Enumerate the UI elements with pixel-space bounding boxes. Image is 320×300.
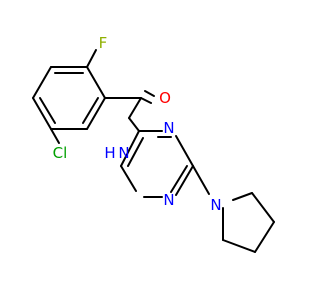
atom-cl-label: Cl — [53, 144, 68, 162]
bond-carbonyl-n — [128, 97, 142, 119]
bond-pyrimidine-6-double — [127, 137, 144, 167]
bond-benzene-4-double — [82, 97, 99, 124]
bond-carbonyl-o — [140, 97, 152, 104]
bond-benzene-6-double — [39, 97, 56, 124]
molecule-diagram: F Cl O N H N N N — [32, 34, 275, 253]
atom-o-label: O — [159, 89, 171, 107]
bond-pyrrolidine-3 — [254, 221, 275, 253]
atom-labels: F Cl O N H N N N — [53, 34, 222, 214]
bond-benzene-1 — [32, 66, 52, 99]
bond-pyrimidine-3-double — [170, 165, 188, 193]
bond-pyrimidine-3 — [175, 165, 194, 196]
bonds — [32, 49, 275, 253]
bond-pyrimidine-5 — [120, 165, 137, 192]
atom-f-label: F — [99, 34, 108, 52]
bond-n-pyrimidine — [128, 117, 140, 132]
bond-pyrimidine-2 — [175, 135, 194, 167]
atom-pyrrolidine-n-label: N — [210, 196, 221, 214]
bond-pyrrolidine-4 — [251, 192, 275, 223]
bond-c2-pyrrolidine-n — [192, 165, 210, 195]
bond-f — [86, 49, 97, 68]
atom-pyrimidine-n-bottom-label: N — [163, 191, 174, 209]
bond-benzene-3 — [86, 66, 106, 99]
bond-cl — [50, 128, 60, 144]
bond-pyrimidine-6 — [120, 130, 140, 167]
atom-nh-h-label: H — [104, 144, 115, 162]
bond-pyrrolidine-5 — [232, 192, 253, 201]
atom-pyrimidine-n-top-label: N — [163, 119, 174, 137]
bond-benzene-6 — [32, 97, 52, 130]
bond-carbonyl-o-double — [144, 90, 155, 97]
atom-nh-label: N — [118, 144, 129, 162]
bond-pyrrolidine-2 — [222, 239, 256, 253]
bond-benzene-4 — [86, 97, 106, 130]
